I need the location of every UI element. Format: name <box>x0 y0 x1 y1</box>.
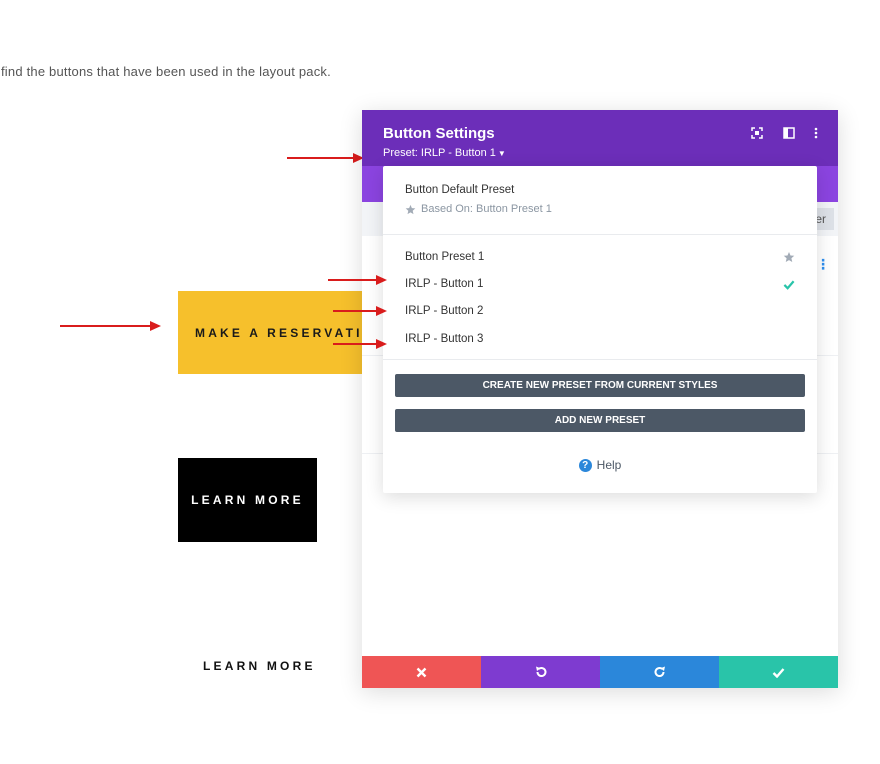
expand-icon[interactable] <box>750 126 764 140</box>
close-icon <box>416 667 427 677</box>
default-preset-title[interactable]: Button Default Preset <box>405 184 515 196</box>
split-view-icon[interactable] <box>782 126 796 140</box>
preset-item-irlp-button-1[interactable]: IRLP - Button 1 <box>405 273 795 295</box>
caret-down-icon: ▼ <box>497 149 506 158</box>
preset-item-label: IRLP - Button 3 <box>405 333 484 345</box>
modal-header: Button Settings Preset: IRLP - Button 1▼ <box>362 110 838 166</box>
annotation-arrow-item-3 <box>333 339 387 349</box>
more-options-icon[interactable] <box>809 126 823 140</box>
preset-item-irlp-button-3[interactable]: IRLP - Button 3 <box>405 328 795 350</box>
annotation-arrow-item-1 <box>328 275 387 285</box>
modal-title: Button Settings <box>383 125 495 142</box>
redo-icon <box>654 666 665 678</box>
undo-icon <box>535 666 546 678</box>
check-icon <box>783 280 795 290</box>
divider <box>383 359 817 360</box>
reservation-button-label: MAKE A RESERVATIO <box>195 325 368 340</box>
modal-footer <box>362 656 838 688</box>
star-icon <box>783 252 795 262</box>
intro-text: find the buttons that have been used in … <box>1 64 331 79</box>
save-button[interactable] <box>719 656 838 688</box>
preset-item-label: IRLP - Button 2 <box>405 305 484 317</box>
help-label: Help <box>596 458 622 472</box>
divider <box>383 234 817 235</box>
preset-selector[interactable]: Preset: IRLP - Button 1▼ <box>383 147 506 159</box>
learn-more-dark-label: LEARN MORE <box>191 493 304 507</box>
preset-item-button-preset-1[interactable]: Button Preset 1 <box>405 246 795 268</box>
preset-selector-label: Preset: IRLP - Button 1 <box>383 147 496 159</box>
add-preset-button[interactable]: ADD NEW PRESET <box>395 409 805 432</box>
preset-item-label: Button Preset 1 <box>405 251 485 263</box>
preset-item-irlp-button-2[interactable]: IRLP - Button 2 <box>405 300 795 322</box>
undo-button[interactable] <box>481 656 600 688</box>
annotation-arrow-reservation <box>60 321 161 331</box>
preset-dropdown: Button Default Preset Based On: Button P… <box>383 166 817 493</box>
learn-more-button-plain[interactable]: LEARN MORE <box>203 659 316 673</box>
annotation-arrow-preset <box>287 153 364 163</box>
help-link[interactable]: ? Help <box>383 458 817 472</box>
annotation-arrow-item-2 <box>333 306 387 316</box>
check-icon <box>772 667 785 678</box>
help-icon: ? <box>578 458 592 472</box>
preset-item-label: IRLP - Button 1 <box>405 278 484 290</box>
star-icon <box>405 204 416 214</box>
discard-button[interactable] <box>362 656 481 688</box>
learn-more-button-dark[interactable]: LEARN MORE <box>178 458 317 542</box>
module-options-icon[interactable]: ⋮ <box>816 256 830 272</box>
redo-button[interactable] <box>600 656 719 688</box>
reservation-button[interactable]: MAKE A RESERVATIO <box>178 291 368 374</box>
based-on-label: Based On: Button Preset 1 <box>405 203 552 215</box>
create-preset-button[interactable]: CREATE NEW PRESET FROM CURRENT STYLES <box>395 374 805 397</box>
based-on-text: Based On: Button Preset 1 <box>421 203 552 215</box>
